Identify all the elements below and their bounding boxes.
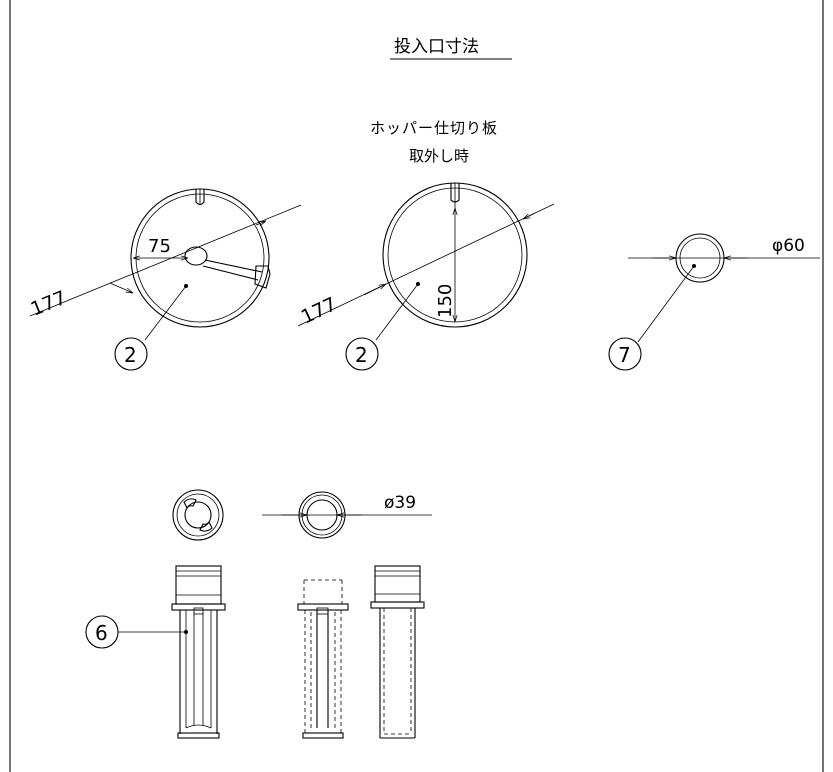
dim-150: 150 [435,284,456,318]
callout-2-b: 2 [355,343,368,367]
callout-7-bubble [608,337,642,371]
callout-6: 6 [95,621,108,645]
part-middle-side-view [297,579,349,739]
note-line-2: 取外し時 [409,147,469,165]
dim-line-177-b [297,203,555,327]
callout-6-bubble [85,615,119,649]
callout-7: 7 [618,343,631,367]
dim-phi60: φ60 [772,236,805,256]
sheet-border [9,0,824,772]
callout-2-a: 2 [124,343,137,367]
part-6-top-view [172,489,224,541]
dim-line-177-a [29,204,302,317]
part-right-side-view [370,565,425,739]
callout-2-b-bubble [345,337,379,371]
callout-2-a-bubble [114,337,148,371]
drawing-title: 投入口寸法 [394,37,479,57]
part-6-side-view [171,565,226,739]
dim-177-a: 177 [28,287,70,321]
dim-75: 75 [148,236,171,257]
dim-177-b: 177 [298,293,340,328]
dim-phi39: ø39 [384,493,416,513]
note-line-1: ホッパー仕切り板 [370,119,498,137]
